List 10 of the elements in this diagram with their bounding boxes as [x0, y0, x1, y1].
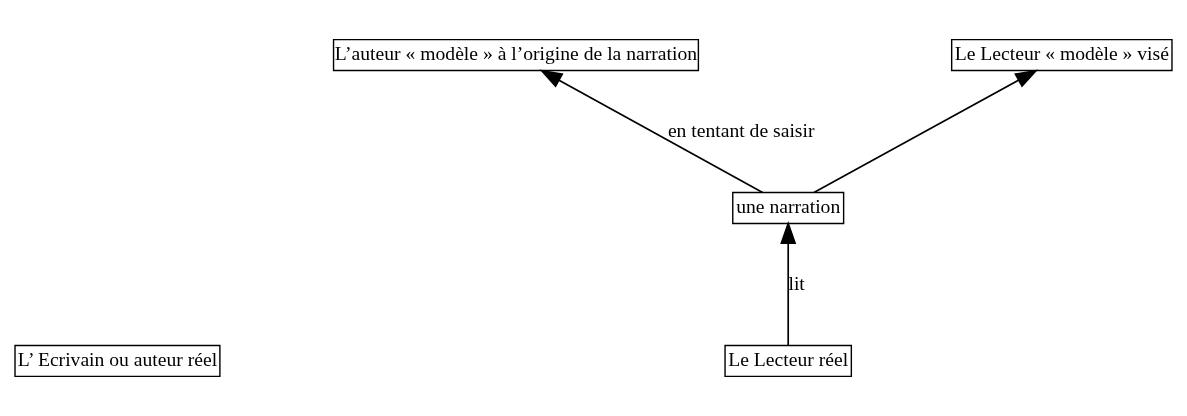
edge-label: en tentant de saisir [667, 118, 815, 141]
arrow [780, 221, 797, 346]
node-box: L’ Ecrivain ou auteur réel [14, 344, 221, 378]
arrow [539, 69, 764, 194]
node-box: Le Lecteur réel [724, 344, 853, 378]
edge-label: lit [788, 271, 805, 294]
node-box: L’auteur « modèle » à l’origine de la narration [332, 38, 700, 72]
arrow [813, 69, 1039, 194]
node-box: Le Lecteur « modèle » visé [950, 38, 1173, 72]
node-box: une narration [732, 191, 845, 225]
